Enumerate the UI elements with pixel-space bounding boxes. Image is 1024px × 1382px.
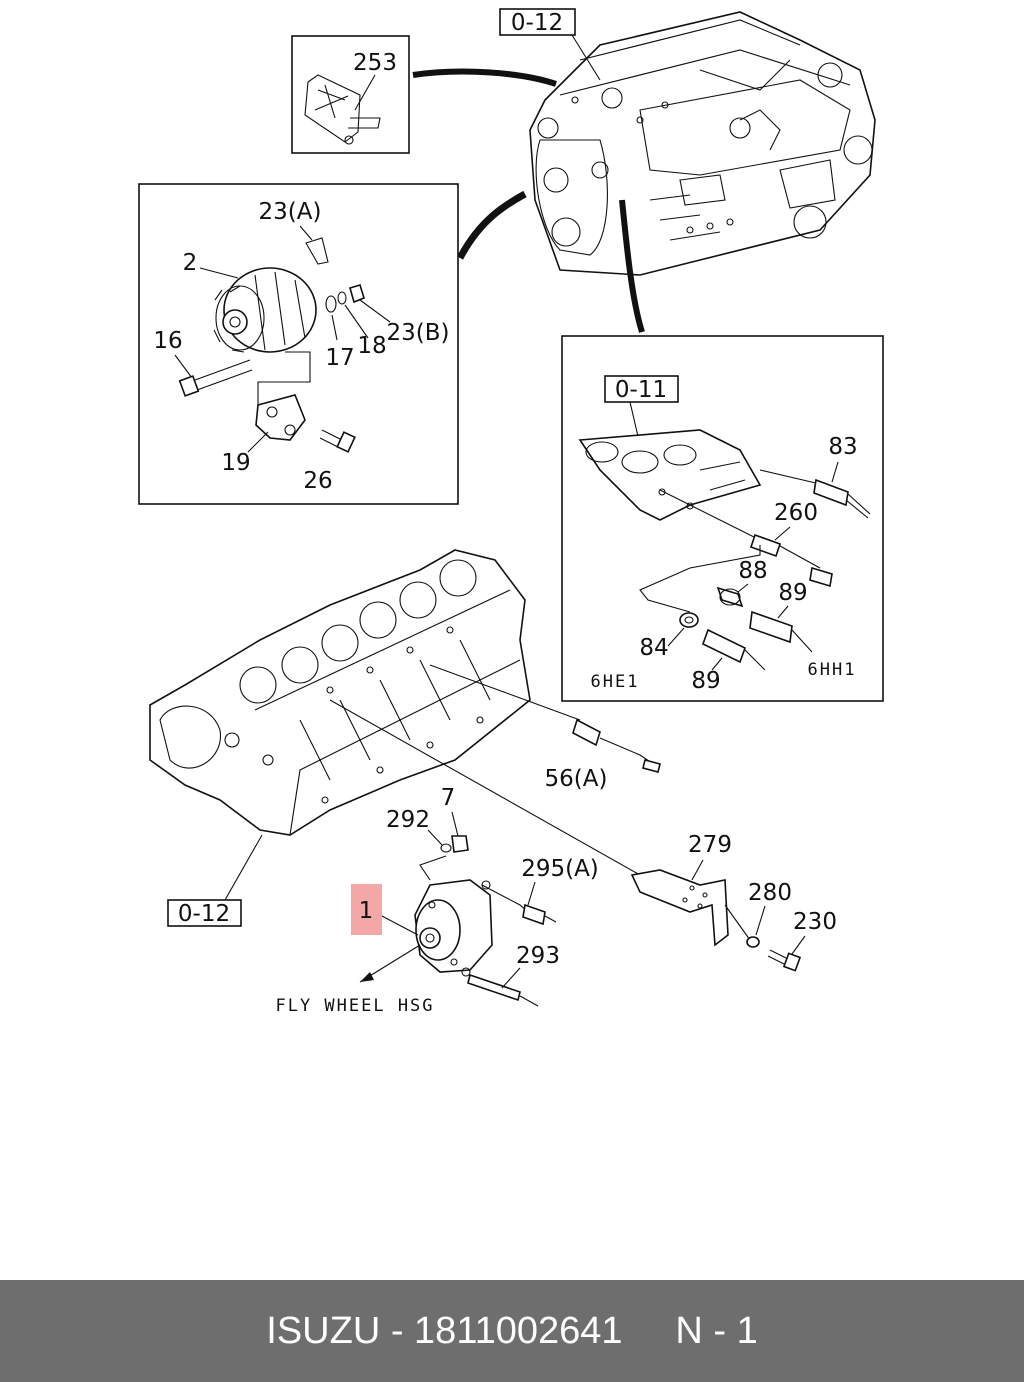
connector-253	[412, 68, 557, 87]
svg-text:16: 16	[153, 328, 182, 354]
svg-text:23(B): 23(B)	[387, 320, 450, 346]
svg-text:84: 84	[639, 635, 668, 661]
svg-text:292: 292	[386, 807, 430, 833]
svg-text:18: 18	[357, 333, 386, 359]
svg-text:88: 88	[738, 558, 767, 584]
connector-alternator	[456, 190, 527, 260]
svg-text:260: 260	[774, 500, 818, 526]
svg-text:295(A): 295(A)	[521, 856, 599, 882]
svg-text:2: 2	[183, 250, 198, 276]
footer-bar: ISUZU - 1811002641 N - 1	[0, 1280, 1024, 1382]
footer-brand: ISUZU	[266, 1309, 381, 1352]
engine-illustration	[529, 11, 876, 276]
parts-7-292: 7 292	[386, 785, 469, 881]
parts-diagram: 0-12 253 23(A) 2 17 18	[138, 8, 884, 1016]
box-sensors: 0-11 83 260 88 89 84	[561, 335, 884, 702]
leader-56a	[429, 664, 581, 721]
svg-text:253: 253	[353, 50, 397, 76]
svg-text:0-11: 0-11	[615, 377, 667, 403]
svg-text:0-12: 0-12	[511, 10, 563, 36]
part-279: 279	[630, 832, 732, 947]
svg-text:26: 26	[303, 468, 332, 494]
svg-text:17: 17	[325, 345, 354, 371]
connector-sensors	[619, 199, 645, 333]
parts-280-230: 280 230	[724, 880, 837, 972]
ref-box-top-engine: 0-12	[499, 8, 601, 81]
svg-text:FLY WHEEL HSG: FLY WHEEL HSG	[275, 996, 434, 1016]
svg-text:83: 83	[828, 434, 857, 460]
footer-gap	[623, 1310, 676, 1353]
svg-text:1: 1	[359, 898, 374, 924]
footer-part-number: 1811002641	[414, 1309, 623, 1352]
svg-text:19: 19	[221, 450, 250, 476]
svg-text:293: 293	[516, 943, 560, 969]
footer-page: N - 1	[675, 1309, 758, 1352]
svg-text:6HH1: 6HH1	[808, 660, 857, 680]
svg-text:280: 280	[748, 880, 792, 906]
svg-text:0-12: 0-12	[178, 901, 230, 927]
part-295a: 295(A)	[481, 856, 599, 926]
svg-text:230: 230	[793, 909, 837, 935]
svg-text:279: 279	[688, 832, 732, 858]
engine-block	[149, 549, 531, 836]
box-bracket-253: 253	[291, 35, 410, 154]
leader-279	[329, 699, 641, 876]
ref-box-block: 0-12	[167, 834, 263, 927]
svg-text:89: 89	[778, 580, 807, 606]
part-1-sensor: FLY WHEEL HSG	[275, 879, 493, 1016]
svg-text:7: 7	[441, 785, 456, 811]
svg-text:89: 89	[691, 668, 720, 694]
svg-text:6HE1: 6HE1	[591, 672, 640, 692]
diagram-svg: 0-12 253 23(A) 2 17 18	[138, 8, 884, 1016]
svg-text:56(A): 56(A)	[545, 766, 608, 792]
part-293: 293	[461, 943, 560, 1007]
callout-1-highlight: 1	[351, 884, 382, 935]
box-alternator: 23(A) 2 17 18 23(B) 16 19	[138, 183, 459, 505]
part-56a: 56(A)	[545, 718, 661, 792]
svg-text:23(A): 23(A)	[259, 199, 322, 225]
footer-separator: -	[380, 1309, 415, 1352]
